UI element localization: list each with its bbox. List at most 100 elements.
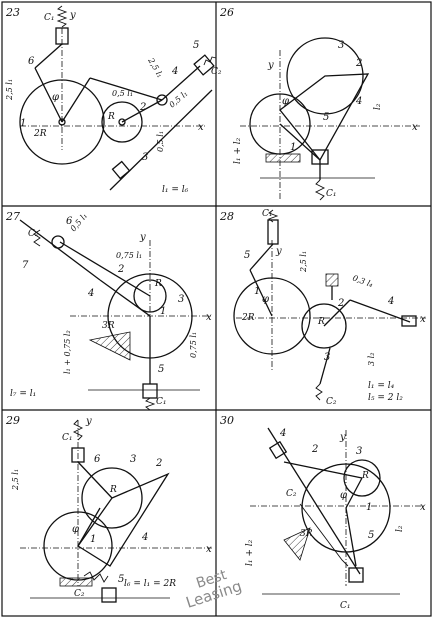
label-5: 5 (368, 530, 374, 541)
c1-label: C₁ (340, 601, 351, 611)
c1-label: C₁ (62, 433, 73, 443)
label-2r: 2R (33, 129, 47, 139)
link-3 (319, 347, 331, 385)
label-r: R (109, 485, 117, 495)
label-4: 4 (171, 66, 178, 77)
spring-c2 (33, 229, 41, 247)
label-phi: φ (72, 524, 79, 535)
link-5a (249, 243, 274, 271)
panel-number: 26 (219, 6, 234, 19)
dim-label-d: l₁ + 0,75 l₂ (63, 330, 72, 374)
label-4: 4 (141, 532, 148, 543)
c1-label: C₁ (262, 209, 273, 219)
ground-hatch (88, 331, 131, 361)
dim-label-b: 0,75 l₁ (116, 251, 142, 260)
link-2 (89, 77, 163, 101)
center-pivot (58, 118, 66, 126)
label-2: 2 (337, 298, 344, 309)
y-label: y (267, 60, 274, 71)
crank-1 (345, 477, 363, 509)
dim-label-a: 2,5 l₁ (5, 79, 14, 101)
panel-26: 26 y x 3 2 4 5 1 φ l₂ l₁ + l₂ C₁ (219, 6, 420, 201)
c1-label: C₁ (326, 189, 337, 199)
slider-base (348, 567, 364, 583)
label-3: 3 (142, 152, 148, 163)
link-5 (345, 507, 357, 567)
slider-block (311, 149, 329, 165)
label-phi: φ (262, 294, 269, 305)
slider-c2 (51, 235, 65, 249)
panel-number: 30 (220, 414, 234, 427)
dim-label-a: 0,5 l₁ (69, 211, 89, 233)
note-2: l₅ = 2 l₂ (368, 393, 403, 403)
panel-number: 28 (219, 210, 234, 223)
link-2 (59, 241, 151, 297)
small-wheel (343, 459, 381, 497)
c2-label: C₂ (211, 67, 222, 77)
label-4: 4 (387, 296, 394, 307)
note: l₁ = l₆ (162, 185, 189, 195)
label-6: 6 (28, 56, 35, 67)
x-label: x (206, 544, 212, 555)
c1-label: C₁ (44, 13, 55, 23)
label-r: R (317, 317, 325, 327)
dim-label-a: l₂ (395, 525, 405, 532)
dim-label-a: 2,5 l₁ (299, 251, 308, 273)
panel-29: 29 y x 6 3 2 1 4 5 R φ 2,5 l₁ l₆ = l₁ = … (5, 414, 212, 603)
c2-label: C₂ (74, 589, 85, 599)
ground-hatch (265, 153, 301, 163)
spring-c1 (72, 419, 84, 441)
dim-label-c: 3 l₂ (367, 353, 376, 366)
y-label: y (339, 432, 346, 443)
slider-3 (111, 160, 131, 180)
panel-number: 29 (5, 414, 20, 427)
label-r: R (361, 471, 369, 481)
x-label: x (206, 312, 212, 323)
dim-label-c: 2,5 l₁ (146, 56, 165, 80)
slider-end (401, 315, 417, 327)
spring-c1 (145, 397, 156, 411)
watermark: Best Leasing (184, 567, 244, 612)
label-6: 6 (66, 216, 73, 227)
panel-number: 27 (5, 210, 20, 223)
crank-1 (77, 507, 101, 547)
small-wheel (133, 279, 167, 313)
link-2 (323, 299, 351, 327)
slider-block (142, 383, 158, 399)
panel-23: 23 y x C₁ 6 1 5 4 2 3 φ R 2R (5, 5, 222, 195)
ground-hatch (283, 527, 311, 561)
spring-c2 (83, 571, 109, 583)
wheel-3 (286, 37, 364, 115)
label-4: 4 (355, 96, 362, 107)
label-2: 2 (355, 58, 362, 69)
large-wheel (19, 79, 105, 165)
small-pivot (118, 118, 126, 126)
note: l₇ = l₁ (10, 389, 36, 399)
link-6b (34, 67, 63, 123)
label-6: 6 (94, 454, 101, 465)
link-4 (99, 279, 151, 317)
label-5: 5 (323, 112, 329, 123)
spring-c1 (268, 209, 279, 223)
link-frame (77, 472, 170, 567)
label-phi: φ (340, 490, 347, 501)
link-4 (161, 65, 201, 101)
link-6 (77, 461, 113, 499)
label-5: 5 (158, 364, 164, 375)
dim-label-a: l₂ (373, 103, 383, 110)
slider-4 (268, 440, 288, 460)
label-1: 1 (160, 306, 166, 317)
spring-c2 (299, 503, 349, 567)
joint (156, 94, 168, 106)
guide-rail-7 (19, 219, 101, 281)
label-phi: φ (52, 92, 59, 103)
label-5: 5 (193, 40, 199, 51)
spring-c1 (56, 5, 68, 28)
dim-label-a: 2,5 l₁ (11, 469, 20, 491)
panel-30: 30 y x 4 2 3 1 5 R 3R φ l₂ l₁ + l₂ C₁ C₂ (220, 414, 426, 611)
label-3: 3 (178, 294, 184, 305)
spring-c2 (203, 56, 217, 66)
dim-label-b: l₁ + l₂ (245, 539, 255, 566)
note-1: l₁ = l₄ (368, 381, 395, 391)
